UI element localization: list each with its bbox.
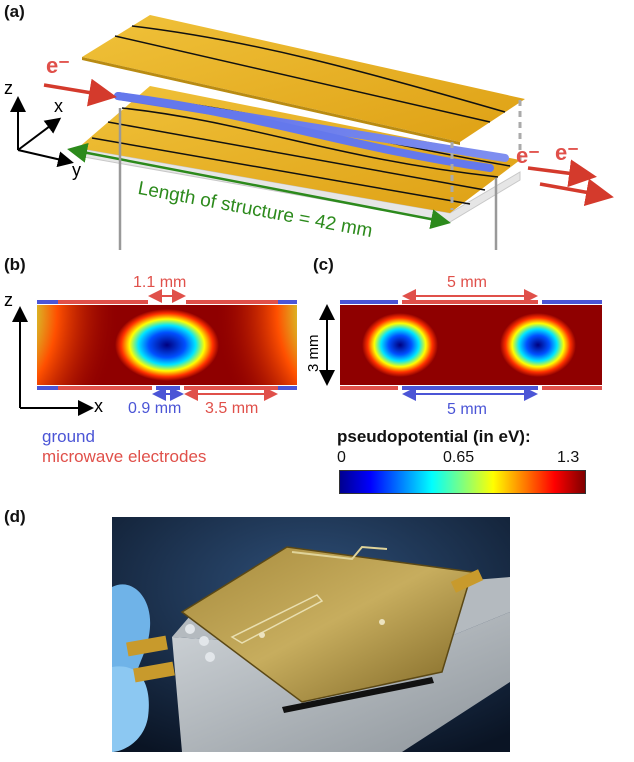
axis-z-label: z (4, 290, 13, 310)
electron-out-arrow (539, 178, 614, 207)
axis-y-label: y (72, 160, 81, 180)
colorbar-tick: 0.65 (443, 449, 475, 466)
top-electrode-line (114, 35, 491, 123)
panel-label-d: (d) (4, 507, 26, 526)
bottom-width-label: 3.5 mm (205, 400, 259, 417)
panel-label-c: (c) (313, 255, 334, 274)
electron-out-label: e⁻ (516, 143, 540, 168)
colorbar (339, 470, 586, 494)
colorbar-tick: 1.3 (557, 449, 580, 466)
length-arrow (67, 143, 451, 229)
colorbar-ticks: 0 0.65 1.3 (337, 449, 587, 469)
top-width-label: 5 mm (447, 274, 487, 291)
panel-label-b: (b) (4, 255, 26, 274)
axis-x-arrow (17, 117, 62, 151)
legend-ground: ground (42, 427, 95, 446)
height-label: 3 mm (305, 334, 322, 373)
top-electrode-line (131, 25, 506, 113)
panel-label-a: (a) (4, 2, 25, 21)
panel-a-illustration (10, 15, 614, 250)
panel-b-field-map (12, 289, 297, 416)
bottom-gap-label: 0.9 mm (128, 400, 182, 417)
axis-y-arrow (17, 149, 74, 168)
axis-x-label: x (54, 96, 63, 116)
axis-x-label: x (94, 396, 103, 416)
bottom-width-label: 5 mm (447, 401, 487, 418)
electron-in-label: e⁻ (46, 53, 70, 78)
axis-z-label: z (4, 78, 13, 98)
device-photo (112, 517, 510, 752)
electron-out-label: e⁻ (555, 140, 579, 165)
top-gap-label: 1.1 mm (133, 274, 187, 291)
electron-in-arrow (43, 78, 117, 107)
top-plane-edge (82, 57, 460, 145)
colorbar-tick: 0 (337, 449, 346, 466)
electron-out-arrow (527, 159, 597, 188)
panel-c-field-map (319, 289, 602, 401)
colorbar-title: pseudopotential (in eV): (337, 427, 531, 446)
legend-microwave: microwave electrodes (42, 447, 207, 466)
device-photo-illustration (112, 517, 510, 752)
